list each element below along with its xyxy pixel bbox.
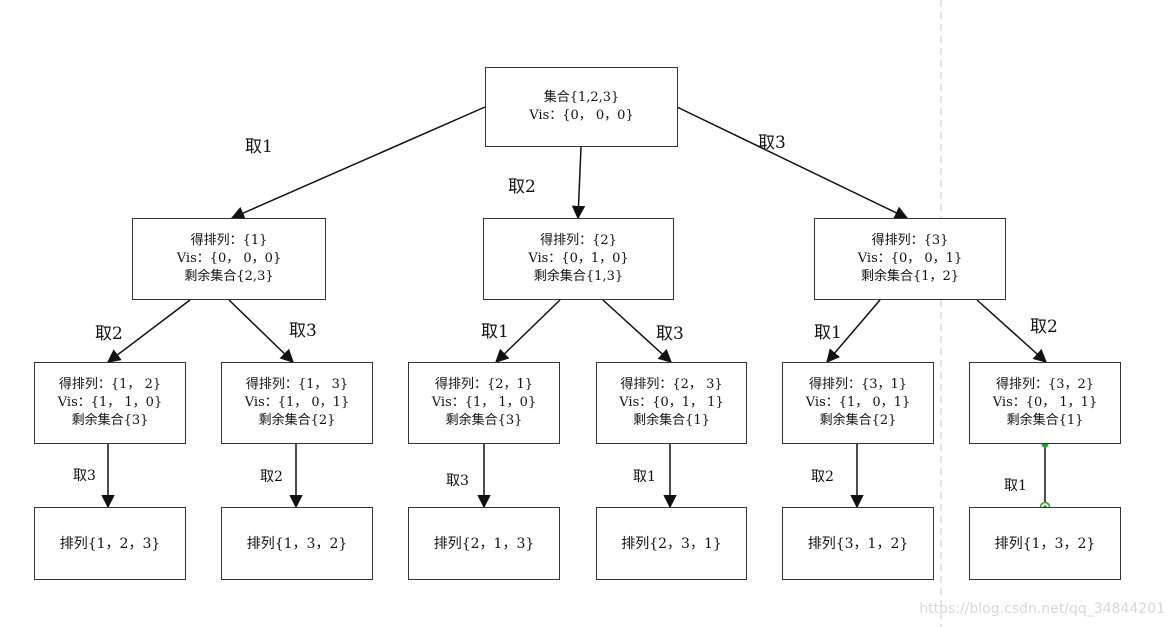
- node-1-2[interactable]: 得排列：{1， 2} Vis：{1， 1，0} 剩余集合{3}: [34, 362, 186, 444]
- edge-label-root-take-1: 取1: [245, 137, 273, 157]
- edge-label-3-take-1: 取1: [814, 323, 842, 343]
- edge-label-2-take-3: 取3: [656, 324, 684, 344]
- edge-1-to-13: [228, 299, 294, 363]
- node-2-3-line-1: 得排列：{2， 3}: [620, 377, 723, 392]
- edge-label-12-take-3: 取3: [73, 468, 96, 484]
- node-1-2-line-2: Vis：{1， 1，0}: [57, 395, 163, 410]
- edge-label-1-take-2: 取2: [95, 324, 123, 344]
- leaf-permutation-213-label: 排列{2，1，3}: [433, 535, 535, 552]
- node-3[interactable]: 得排列：{3} Vis：{0， 0，1} 剩余集合{1，2}: [814, 218, 1006, 300]
- node-3-1-line-2: Vis：{1， 0，1}: [805, 395, 911, 410]
- node-2-1[interactable]: 得排列：{2，1} Vis：{1， 1，0} 剩余集合{3}: [408, 362, 560, 444]
- node-1-3-line-1: 得排列：{1， 3}: [245, 377, 349, 392]
- node-1-2-line-1: 得排列：{1， 2}: [58, 377, 162, 392]
- node-3-line-1: 得排列：{3}: [871, 233, 949, 248]
- edge-1-to-12: [106, 299, 191, 363]
- node-1-line-2: Vis：{0， 0，0}: [176, 251, 282, 266]
- edge-label-13-take-2: 取2: [260, 469, 283, 485]
- leaf-permutation-132-b-label: 排列{1，3，2}: [994, 535, 1096, 552]
- edge-3-to-31: [826, 299, 881, 364]
- node-3-1-line-1: 得排列：{3，1}: [808, 377, 908, 392]
- node-3-1-line-3: 剩余集合{2}: [819, 413, 897, 428]
- node-1-line-1: 得排列：{1}: [190, 233, 268, 248]
- edge-2-to-23: [602, 299, 672, 363]
- edge-label-32-take-1: 取1: [1004, 478, 1027, 494]
- node-2-3-line-3: 剩余集合{1}: [633, 413, 710, 428]
- edge-2-to-21: [495, 299, 561, 363]
- node-3-2[interactable]: 得排列：{3，2} Vis：{0， 1，1} 剩余集合{1}: [969, 362, 1121, 444]
- leaf-permutation-132-a-label: 排列{1，3，2}: [246, 535, 348, 552]
- node-2-line-1: 得排列：{2}: [540, 233, 617, 248]
- edge-root-to-2: [571, 146, 586, 220]
- edge-root-to-3: [676, 106, 909, 219]
- node-3-line-2: Vis：{0， 0，1}: [857, 251, 963, 266]
- edge-label-1-take-3: 取3: [289, 321, 317, 341]
- node-1-3-line-2: Vis：{1， 0，1}: [244, 395, 350, 410]
- edge-label-23-take-1: 取1: [633, 469, 656, 485]
- node-2-line-2: Vis：{0，1，0}: [528, 251, 629, 266]
- node-1-3[interactable]: 得排列：{1， 3} Vis：{1， 0，1} 剩余集合{2}: [221, 362, 373, 444]
- node-2-3[interactable]: 得排列：{2， 3} Vis：{0，1， 1} 剩余集合{1}: [596, 362, 747, 444]
- leaf-permutation-231[interactable]: 排列{2，3，1}: [596, 507, 747, 580]
- leaf-permutation-123[interactable]: 排列{1，2，3}: [34, 507, 186, 580]
- leaf-permutation-132-a[interactable]: 排列{1，3，2}: [221, 507, 373, 580]
- node-3-2-line-2: Vis：{0， 1，1}: [992, 395, 1098, 410]
- node-2-1-line-1: 得排列：{2，1}: [434, 377, 534, 392]
- watermark-url: https://blog.csdn.net/qq_34844201: [919, 601, 1165, 617]
- edge-root-to-1: [230, 106, 486, 220]
- node-1-line-3: 剩余集合{2,3}: [184, 269, 274, 284]
- node-root-line-1: 集合{1,2,3}: [543, 90, 620, 105]
- leaf-permutation-132-b[interactable]: 排列{1，3，2}: [969, 507, 1121, 580]
- node-3-2-line-1: 得排列：{3，2}: [995, 377, 1095, 392]
- node-3-1[interactable]: 得排列：{3，1} Vis：{1， 0，1} 剩余集合{2}: [782, 362, 934, 444]
- node-1-3-line-3: 剩余集合{2}: [258, 413, 336, 428]
- node-2[interactable]: 得排列：{2} Vis：{0，1，0} 剩余集合{1,3}: [483, 218, 674, 300]
- node-2-line-3: 剩余集合{1,3}: [533, 269, 624, 284]
- leaf-permutation-312-label: 排列{3，1，2}: [807, 535, 909, 552]
- edge-label-31-take-2: 取2: [811, 469, 834, 485]
- node-1[interactable]: 得排列：{1} Vis：{0， 0，0} 剩余集合{2,3}: [132, 218, 326, 300]
- node-2-1-line-3: 剩余集合{3}: [445, 413, 523, 428]
- node-root-line-2: Vis：{0， 0，0}: [529, 108, 634, 123]
- node-2-3-line-2: Vis：{0，1， 1}: [619, 395, 724, 410]
- node-root[interactable]: 集合{1,2,3} Vis：{0， 0，0}: [485, 67, 678, 147]
- node-2-1-line-2: Vis：{1， 1，0}: [431, 395, 537, 410]
- edge-label-2-take-1: 取1: [481, 322, 509, 342]
- edge-3-to-32: [976, 299, 1048, 363]
- node-3-2-line-3: 剩余集合{1}: [1006, 413, 1084, 428]
- edge-label-3-take-2: 取2: [1030, 317, 1058, 337]
- edge-label-21-take-3: 取3: [446, 473, 469, 489]
- leaf-permutation-312[interactable]: 排列{3，1，2}: [782, 507, 934, 580]
- leaf-permutation-231-label: 排列{2，3，1}: [621, 535, 722, 552]
- edge-label-root-take-2: 取2: [508, 177, 536, 197]
- edge-label-root-take-3: 取3: [758, 133, 786, 153]
- node-3-line-3: 剩余集合{1，2}: [860, 269, 960, 284]
- node-1-2-line-3: 剩余集合{3}: [71, 413, 149, 428]
- leaf-permutation-123-label: 排列{1，2，3}: [59, 535, 161, 552]
- leaf-permutation-213[interactable]: 排列{2，1，3}: [408, 507, 560, 580]
